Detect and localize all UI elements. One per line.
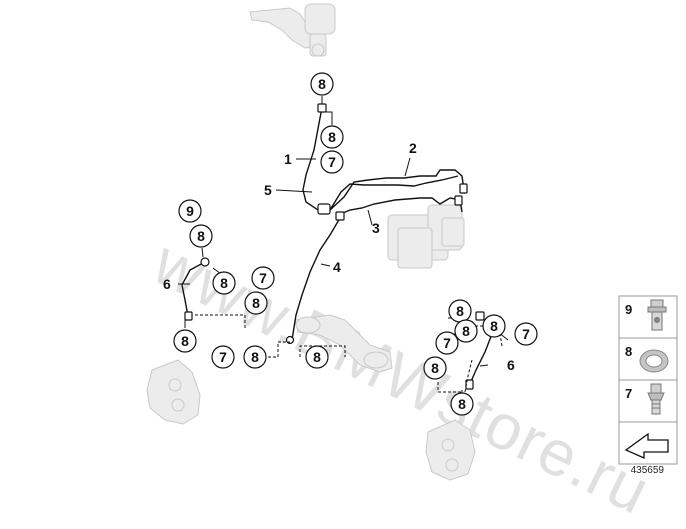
callout-7-b xyxy=(251,266,275,290)
right-caliper-illustration xyxy=(425,419,476,481)
callout-9-left-text: 9 xyxy=(186,203,194,219)
brake-lines xyxy=(181,107,499,385)
callout-8-k-text: 8 xyxy=(458,396,466,412)
callout-8-j-text: 8 xyxy=(431,360,439,376)
callout-7-c xyxy=(211,345,235,369)
callout-7-d xyxy=(435,331,459,355)
label-part-5: 5 xyxy=(264,182,272,198)
fitting-junction xyxy=(317,203,331,215)
label-part-2: 2 xyxy=(409,140,417,156)
callout-8-k xyxy=(450,392,474,416)
callout-8-b xyxy=(189,224,213,248)
fitting-right-top xyxy=(475,311,485,321)
callout-7-c-text: 7 xyxy=(219,349,227,365)
callout-8-e xyxy=(173,329,197,353)
fitting-top xyxy=(317,103,327,113)
callout-8-a-text: 8 xyxy=(328,129,336,145)
banjo-bolt-icon xyxy=(647,299,667,331)
fitting-abs-1 xyxy=(459,183,468,194)
callout-8-l-text: 8 xyxy=(462,323,470,339)
callout-7-e xyxy=(514,322,538,346)
callout-8-a xyxy=(320,125,344,149)
master-cylinder-illustration xyxy=(249,3,336,57)
callout-circles xyxy=(173,72,538,416)
callout-8-l xyxy=(454,319,478,343)
callout-7-a xyxy=(320,150,344,174)
label-part-6-left: 6 xyxy=(163,276,171,292)
fitting-abs-2 xyxy=(454,195,463,206)
callout-8-b-text: 8 xyxy=(197,228,205,244)
callout-8-c-text: 8 xyxy=(220,275,228,291)
callout-8-d-text: 8 xyxy=(252,295,260,311)
fitting-left-top xyxy=(200,257,210,267)
callout-8-d xyxy=(244,291,268,315)
sealing-ring-icon xyxy=(639,349,669,373)
callout-8-f-text: 8 xyxy=(251,349,259,365)
callout-7-e-text: 7 xyxy=(522,326,530,342)
callout-8-top xyxy=(310,72,334,96)
callout-8-g-text: 8 xyxy=(313,349,321,365)
leader-labels: 1 2 3 4 5 6 6 xyxy=(163,140,515,373)
bleed-screw-icon xyxy=(647,383,665,415)
legend-panel: 9 8 7 xyxy=(618,295,678,465)
left-caliper-illustration xyxy=(146,359,201,425)
callout-8-top-text: 8 xyxy=(318,76,326,92)
callout-8-i-text: 8 xyxy=(490,318,498,334)
callout-numbers: 8 8 7 9 8 8 8 7 8 8 7 8 8 8 8 7 7 8 8 xyxy=(181,76,530,412)
direction-arrow-icon xyxy=(624,432,669,460)
callout-7-b-text: 7 xyxy=(259,270,267,286)
legend-item-9-label: 9 xyxy=(625,302,632,317)
callout-9-left xyxy=(178,199,202,223)
callout-8-c xyxy=(212,271,236,295)
diagram-number: 435659 xyxy=(630,465,664,476)
callout-7-d-text: 7 xyxy=(443,335,451,351)
label-part-1: 1 xyxy=(284,151,292,167)
callout-8-f xyxy=(243,345,267,369)
parts-diagram: www.BMWstore.ru xyxy=(143,3,678,528)
fitting-junction-2 xyxy=(335,211,345,221)
fitting-left-bottom xyxy=(184,311,193,321)
fork-bridge-illustration xyxy=(294,314,393,373)
callout-8-i xyxy=(482,314,506,338)
callout-8-e-text: 8 xyxy=(181,333,189,349)
abs-unit-illustration xyxy=(387,204,465,269)
callout-8-g xyxy=(305,345,329,369)
legend-item-8-label: 8 xyxy=(625,344,632,359)
callout-7-a-text: 7 xyxy=(328,154,336,170)
diagram-canvas: 1 2 3 4 5 6 6 xyxy=(146,3,678,481)
callout-8-j xyxy=(423,356,447,380)
fittings xyxy=(184,103,485,390)
legend-item-7-label: 7 xyxy=(625,386,632,401)
label-part-4: 4 xyxy=(333,259,341,275)
label-part-3: 3 xyxy=(372,220,380,236)
callout-8-h-text: 8 xyxy=(456,303,464,319)
label-part-6-right: 6 xyxy=(507,357,515,373)
